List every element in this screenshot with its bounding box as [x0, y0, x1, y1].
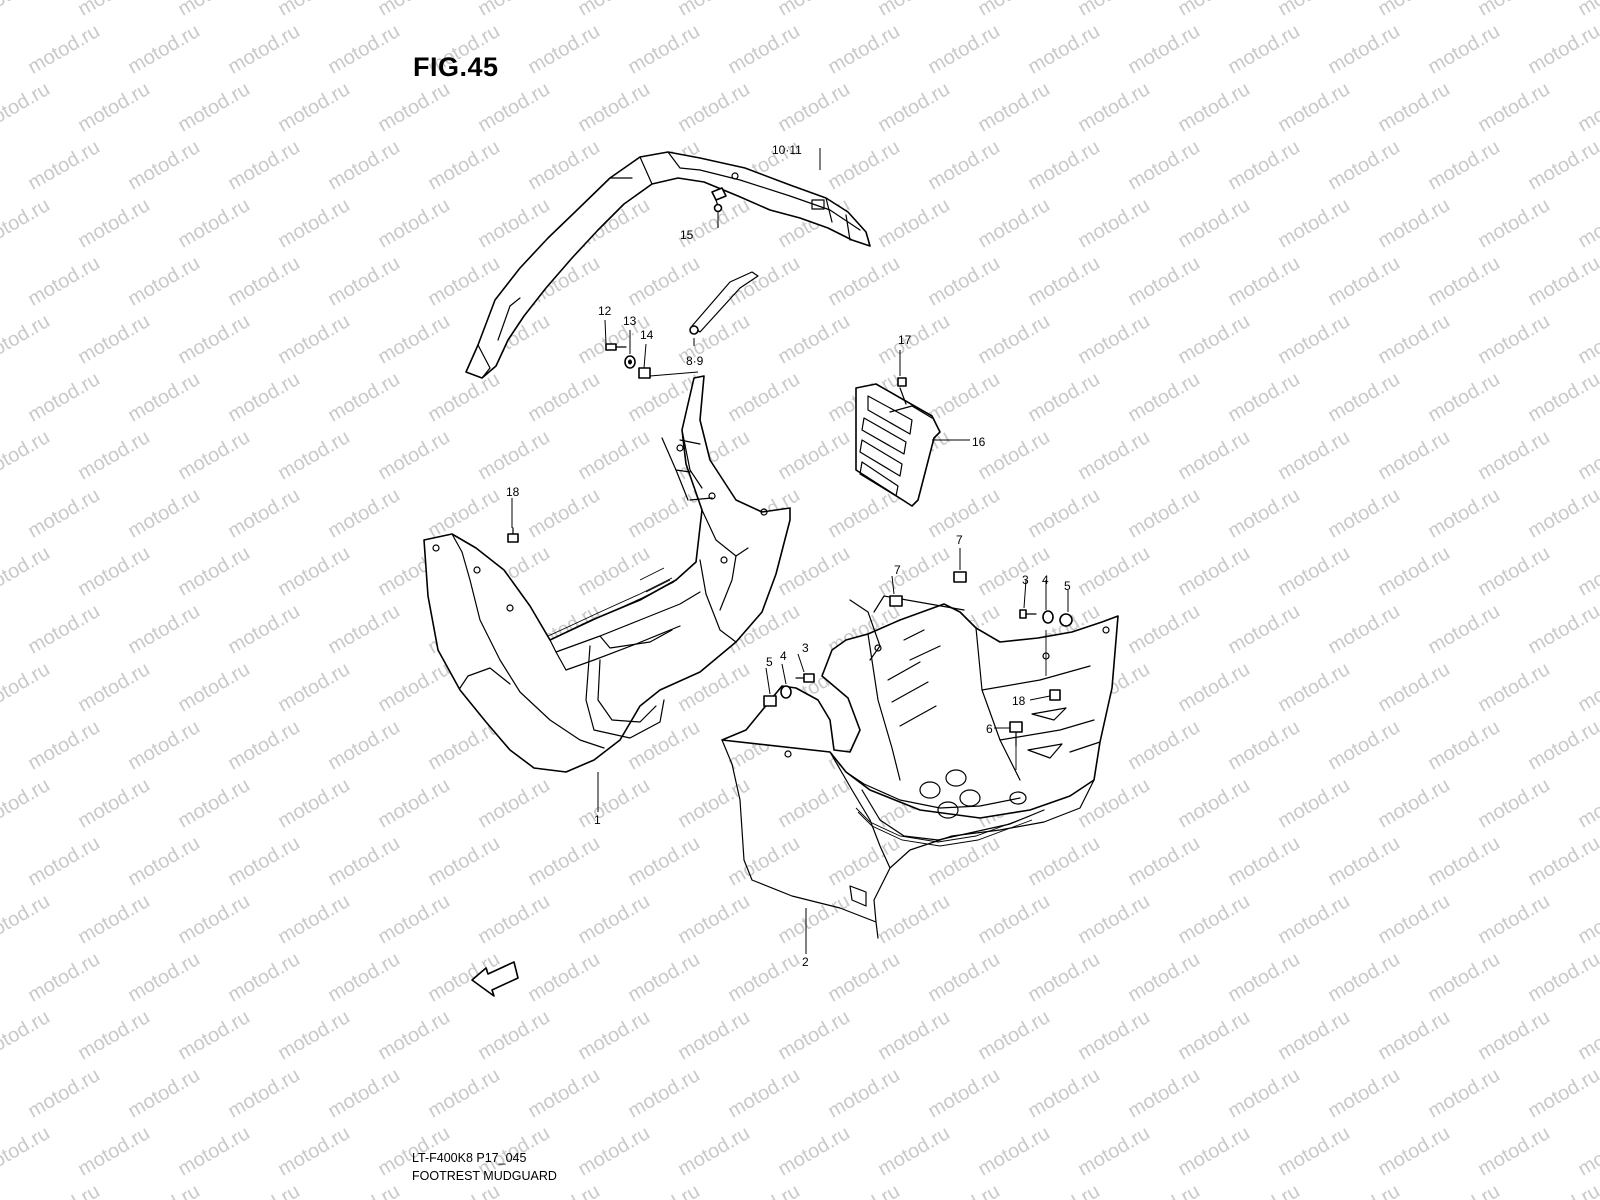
callout-3-left: 3 — [802, 641, 809, 655]
callout-7-left: 7 — [894, 563, 901, 577]
hardware-right — [763, 571, 1073, 747]
callout-1: 1 — [594, 813, 601, 827]
leader-lines — [511, 148, 1069, 954]
figure-title: FIG.45 — [413, 52, 499, 82]
callouts: 10·11 15 12 13 14 8·9 17 16 18 7 7 3 4 5… — [506, 143, 1071, 969]
callout-6: 6 — [986, 722, 993, 736]
callout-16: 16 — [972, 435, 986, 449]
callout-5-right: 5 — [1064, 579, 1071, 593]
fwd-arrow-icon: FWD — [471, 961, 519, 997]
callout-4-left: 4 — [780, 649, 787, 663]
bracket-8-9 — [689, 271, 759, 335]
callout-7-right: 7 — [956, 533, 963, 547]
callout-8-9: 8·9 — [686, 354, 704, 368]
callout-13: 13 — [623, 314, 637, 328]
figure-code: LT-F400K8 P17_045 — [412, 1151, 527, 1165]
part-upper-rail — [465, 151, 871, 379]
callout-14: 14 — [640, 328, 654, 342]
callout-18-right: 18 — [1012, 694, 1026, 708]
callout-2: 2 — [802, 955, 809, 969]
fasteners-12-14 — [605, 343, 651, 379]
callout-4-right: 4 — [1042, 573, 1049, 587]
callout-18-top: 18 — [506, 485, 520, 499]
bolt-18a — [507, 527, 519, 543]
part-2-right-mudguard — [721, 595, 1119, 939]
part-1-left-mudguard — [423, 375, 791, 773]
figure-name: FOOTREST MUDGUARD — [412, 1169, 557, 1183]
callout-17: 17 — [898, 333, 912, 347]
bolt-15 — [711, 187, 727, 213]
callout-3-right: 3 — [1022, 573, 1029, 587]
callout-10-11: 10·11 — [772, 143, 802, 157]
callout-15: 15 — [680, 228, 694, 242]
part-16-plate — [855, 377, 941, 507]
callout-12: 12 — [598, 304, 612, 318]
callout-5-left: 5 — [766, 655, 773, 669]
